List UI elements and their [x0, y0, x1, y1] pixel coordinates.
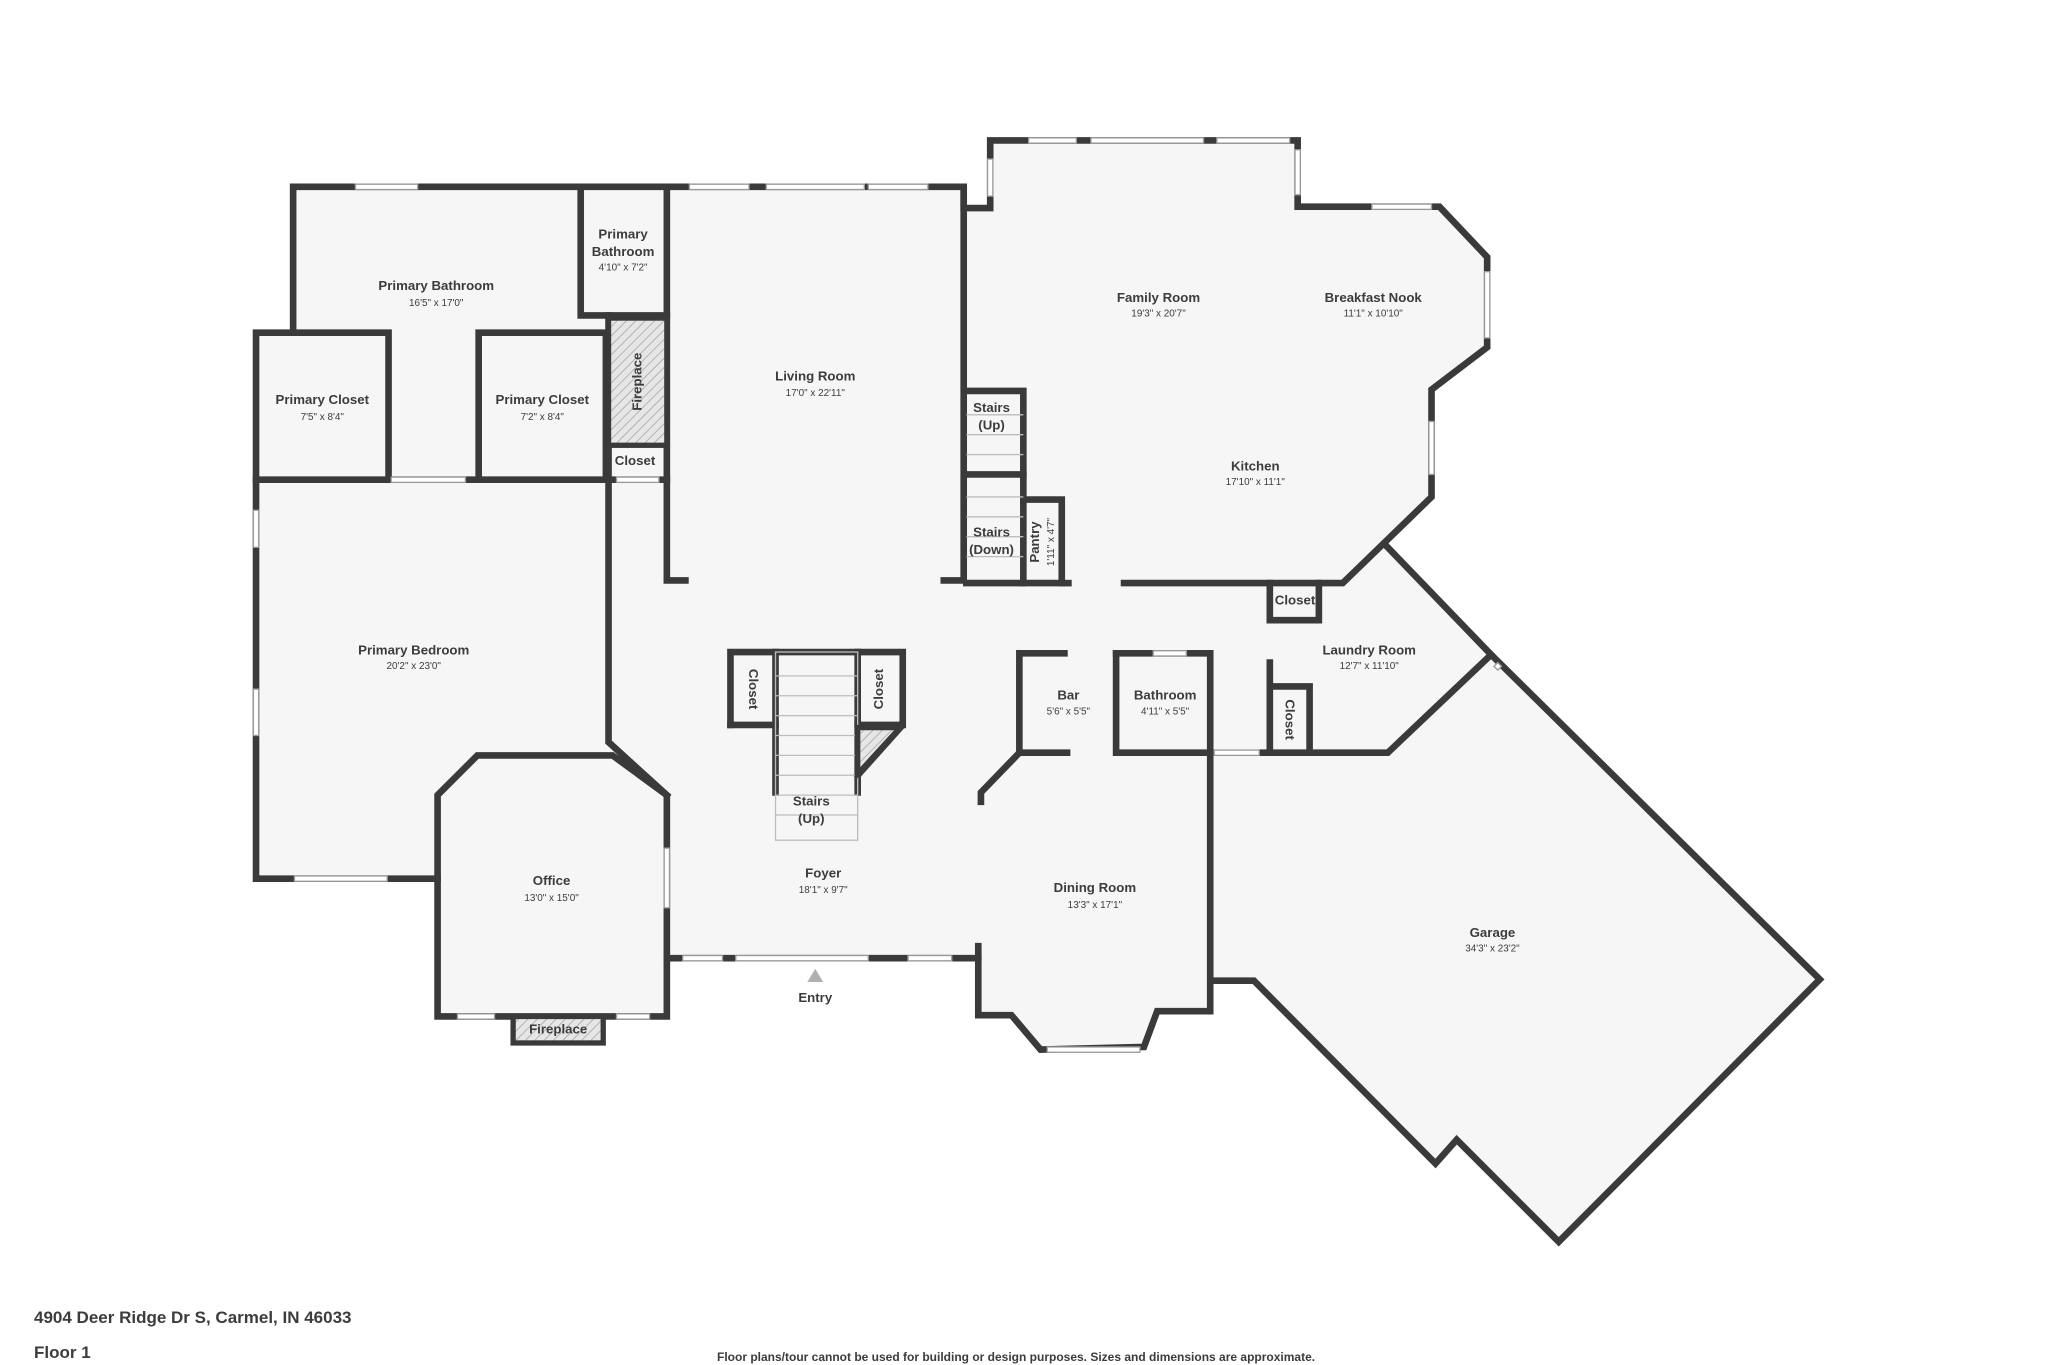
room-name: Stairs: [793, 794, 830, 809]
room-dims: 18'1" x 9'7": [799, 885, 848, 896]
room-name: Fireplace: [630, 353, 645, 411]
room-name: Closet: [615, 453, 656, 468]
room-labels: Primary Bathroom 16'5" x 17'0" Primary B…: [276, 227, 1521, 1037]
disclaimer: Floor plans/tour cannot be used for buil…: [717, 1350, 1316, 1364]
room-dims: 13'0" x 15'0": [524, 893, 579, 904]
room-name: Pantry: [1027, 521, 1042, 563]
windows: [252, 137, 1503, 1053]
stair-chase-shape: [855, 724, 907, 781]
room-dims: 17'0" x 22'11": [786, 388, 846, 399]
room-name: Breakfast Nook: [1325, 290, 1423, 305]
room-name: Family Room: [1117, 290, 1200, 305]
room-name: Fireplace: [529, 1022, 587, 1037]
room-dims: 12'7" x 11'10": [1340, 661, 1400, 672]
room-dims: 13'3" x 17'1": [1068, 900, 1123, 911]
room-dims: 11'1" x 10'10": [1344, 309, 1404, 320]
room-name: (Down): [969, 542, 1014, 557]
floor-fill: [256, 140, 1820, 1242]
room-dims: 4'10" x 7'2": [599, 262, 648, 273]
room-name: (Up): [798, 811, 825, 826]
room-dims: 1'11" x 4'7": [1046, 517, 1057, 566]
room-name: Stairs: [973, 400, 1010, 415]
room-name: Primary Bedroom: [358, 643, 469, 658]
room-dims: 16'5" x 17'0": [409, 298, 464, 309]
room-name: Closet: [871, 668, 886, 709]
room-dims: 4'11" x 5'5": [1141, 706, 1190, 717]
room-name: Stairs: [973, 525, 1010, 540]
fireplace-2-shape: [510, 1013, 606, 1046]
room-name: Primary Bathroom: [378, 278, 494, 293]
room-name: Primary: [598, 227, 648, 242]
room-name: Primary Closet: [496, 392, 590, 407]
room-dims: 20'2" x 23'0": [387, 661, 442, 672]
room-name: Garage: [1470, 925, 1516, 940]
address: 4904 Deer Ridge Dr S, Carmel, IN 46033: [34, 1308, 352, 1327]
room-dims: 17'10" x 11'1": [1226, 477, 1286, 488]
room-dims: 7'2" x 8'4": [521, 412, 565, 423]
room-name: Primary Closet: [276, 392, 370, 407]
room-name: Bar: [1057, 688, 1079, 703]
room-name: (Up): [978, 417, 1005, 432]
room-dims: 34'3" x 23'2": [1465, 944, 1520, 955]
room-name: Office: [533, 873, 571, 888]
room-name: Foyer: [805, 865, 841, 880]
room-name: Bathroom: [592, 244, 655, 259]
room-name: Kitchen: [1231, 458, 1280, 473]
room-name: Living Room: [775, 368, 855, 383]
room-name: Closet: [1283, 699, 1298, 740]
room-dims: 5'6" x 5'5": [1047, 706, 1091, 717]
room-name: Closet: [746, 669, 761, 710]
room-name: Bathroom: [1134, 688, 1197, 703]
room-dims: 7'5" x 8'4": [301, 412, 345, 423]
triangle-up-icon: [807, 968, 824, 983]
fireplace-1-shape: [605, 315, 670, 448]
floor-label: Floor 1: [34, 1343, 91, 1362]
entry-label: Entry: [798, 990, 833, 1005]
room-name: Laundry Room: [1322, 643, 1415, 658]
room-name: Dining Room: [1054, 880, 1136, 895]
room-dims: 19'3" x 20'7": [1131, 309, 1186, 320]
room-name: Closet: [1275, 592, 1316, 607]
